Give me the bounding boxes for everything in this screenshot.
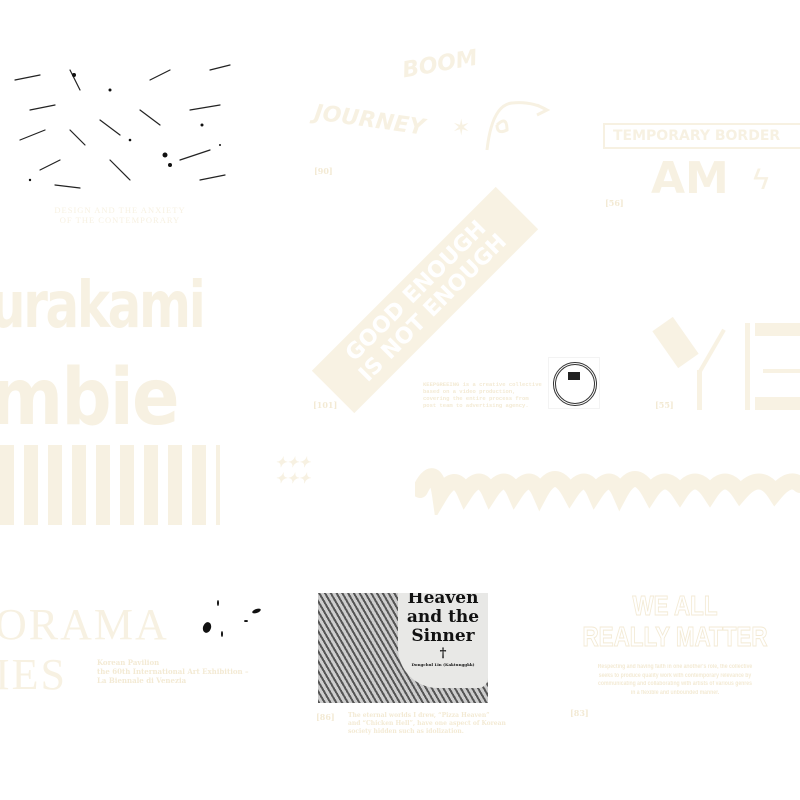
murakami-title: urakami	[0, 269, 206, 343]
heaven-caption-3: society hidden such as idolization.	[348, 728, 464, 735]
ye-stem	[697, 370, 702, 410]
temporary-border-artwork[interactable]: TEMPORARY BORDER AM ϟ [56]	[603, 123, 800, 208]
panorama-artwork[interactable]: ORAMA IES	[0, 600, 169, 700]
small-logo-artwork[interactable]: ✦✦✦✦✦✦	[275, 455, 311, 487]
e-top	[755, 323, 800, 336]
splatter-graphic	[14, 64, 231, 189]
good-enough-number: [101]	[313, 400, 338, 410]
graffiti-boom: BOOM	[400, 45, 480, 84]
lightning-icon: ϟ	[753, 163, 769, 196]
heaven-caption-2: and “Chicken Hell”, have one aspect of K…	[348, 720, 506, 727]
we-all-body-2: seeks to produce quality work with conte…	[598, 672, 752, 679]
really-matter-title: REALLY MATTER	[582, 621, 768, 653]
drip-graphic	[0, 445, 220, 525]
panorama-line1: ORAMA	[0, 600, 169, 649]
graffiti-artwork[interactable]: BOOM JOURNEY ✶	[312, 40, 552, 160]
e-mid	[763, 369, 800, 373]
arrow-doodle-icon	[485, 101, 551, 151]
script-lettering-artwork[interactable]	[415, 455, 800, 515]
heaven-author: Dongchul Lin (Kaktunggkk)	[411, 662, 475, 667]
badge-ring-icon	[553, 362, 597, 406]
zombie-title: mbie	[0, 353, 180, 443]
good-enough-line2: IS NOT ENOUGH	[354, 229, 512, 387]
heaven-title-1: Heaven	[407, 593, 479, 608]
heaven-number: [86]	[316, 712, 335, 722]
design-anxiety-subtitle: OF THE CONTEMPORARY	[59, 215, 181, 225]
design-anxiety-artwork[interactable]	[10, 50, 238, 195]
badge-logo-icon	[568, 372, 580, 380]
panorama-caption-2: the 60th International Art Exhibition –	[97, 667, 249, 676]
keepgreeing-desc-2: based on a video production,	[423, 388, 516, 395]
good-enough-banner: GOOD ENOUGH IS NOT ENOUGH	[311, 186, 539, 414]
am-mark: AM	[651, 153, 729, 204]
we-all-title: WE ALL	[632, 590, 718, 622]
ye-artwork[interactable]: YE	[652, 305, 800, 410]
temporary-border-number: [56]	[605, 198, 624, 208]
ye-slash-shape	[652, 316, 699, 369]
we-all-matter-artwork[interactable]: WE ALL REALLY MATTER	[555, 590, 795, 653]
star-icon: ✶	[452, 115, 471, 140]
heaven-sinner-artwork[interactable]: Heaven and the Sinner † Dongchul Lin (Ka…	[318, 593, 488, 703]
heaven-caption-1: The eternal worlds I drew, “Pizza Heaven…	[348, 712, 490, 719]
panorama-caption-3: La Biennale di Venezia	[97, 676, 187, 685]
we-all-body-3: communicating and collaborating with art…	[598, 681, 752, 687]
murakami-zombie-artwork[interactable]: urakami mbie	[0, 270, 240, 550]
ye-stroke	[697, 328, 726, 374]
ink-drops-graphic	[200, 598, 265, 643]
keepgreeing-badge[interactable]	[548, 357, 600, 409]
e-stem	[745, 323, 750, 410]
keepgreeing-desc-3: covering the entire process from	[423, 395, 529, 402]
e-bottom	[755, 397, 800, 410]
good-enough-artwork[interactable]: GOOD ENOUGH IS NOT ENOUGH	[311, 186, 539, 414]
cover-light-area	[398, 593, 488, 688]
design-anxiety-title: DESIGN AND THE ANXIETY	[54, 205, 186, 215]
heaven-title-3: Sinner	[411, 626, 475, 646]
graffiti-journey: JOURNEY	[312, 100, 427, 141]
ye-number: [55]	[655, 400, 674, 410]
dagger-icon: †	[439, 646, 447, 661]
we-all-number: [83]	[570, 708, 589, 718]
graffiti-number: [90]	[314, 166, 333, 176]
panorama-caption-1: Korean Pavilion	[97, 658, 160, 667]
heaven-title-2: and the	[406, 607, 480, 627]
we-all-body-4: in a flexible and unbounded manner.	[630, 689, 720, 696]
keepgreeing-desc-4: post team to advertising agency.	[423, 402, 529, 409]
panorama-line2: IES	[0, 650, 67, 699]
temporary-border-label: TEMPORARY BORDER	[603, 123, 800, 149]
keepgreeing-desc-1: KEEPGREEING is a creative collective	[423, 381, 542, 388]
we-all-body-1: Respecting and having faith in one anoth…	[597, 664, 753, 670]
good-enough-line1: GOOD ENOUGH	[340, 215, 492, 367]
